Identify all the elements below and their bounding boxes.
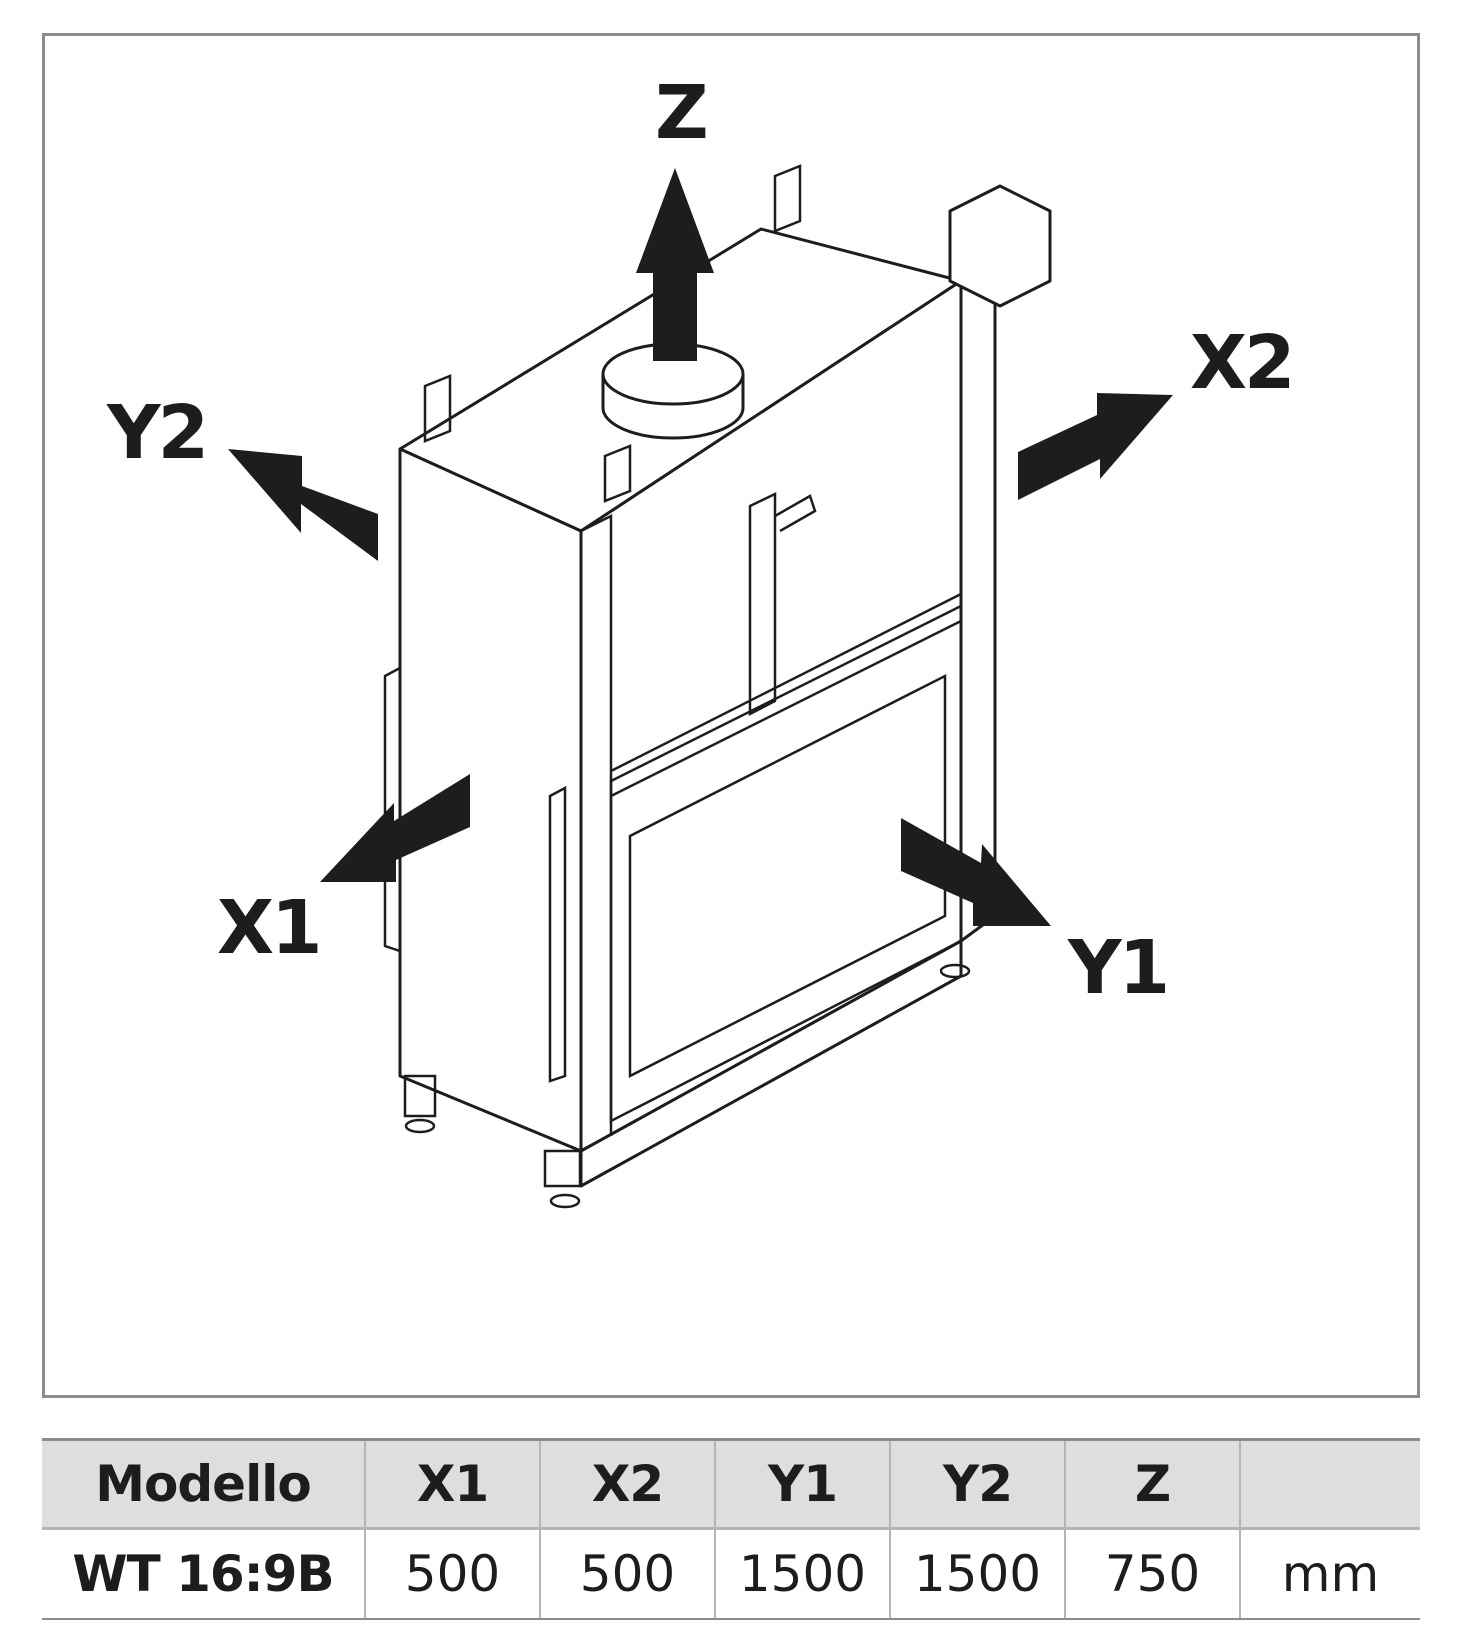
table-header-row: Modello X1 X2 Y1 Y2 Z xyxy=(42,1438,1420,1530)
y2-arrow xyxy=(228,449,378,561)
x1-arrow xyxy=(320,774,470,882)
table-row: WT 16:9B 500 500 1500 1500 750 mm xyxy=(42,1528,1420,1620)
cell-x1: 500 xyxy=(364,1528,540,1620)
cell-unit: mm xyxy=(1239,1528,1420,1620)
fireplace-side-panel xyxy=(398,447,583,1153)
x1-axis-label: X1 xyxy=(217,885,323,971)
cell-z: 750 xyxy=(1064,1528,1240,1620)
motor-housing xyxy=(948,184,1052,308)
fireplace-clearance-diagram xyxy=(228,164,1173,1209)
cell-x2: 500 xyxy=(539,1528,715,1620)
header-y2: Y2 xyxy=(889,1438,1065,1530)
y2-axis-label: Y2 xyxy=(107,390,209,476)
z-arrow xyxy=(636,168,714,361)
header-x2: X2 xyxy=(539,1438,715,1530)
y1-arrow xyxy=(901,818,1051,926)
dimensions-table: Modello X1 X2 Y1 Y2 Z WT 16:9B 500 500 1… xyxy=(42,1438,1420,1620)
glass-door xyxy=(609,603,963,1124)
x2-axis-label: X2 xyxy=(1190,320,1296,406)
header-y1: Y1 xyxy=(714,1438,890,1530)
y1-axis-label: Y1 xyxy=(1068,925,1170,1011)
z-axis-label: Z xyxy=(655,70,709,156)
glass-inner xyxy=(628,673,947,1079)
header-modello: Modello xyxy=(42,1438,365,1530)
fireplace-right-column xyxy=(959,269,997,943)
diagram-frame: Z X2 Y2 X1 Y1 xyxy=(42,33,1420,1398)
header-unit xyxy=(1239,1438,1420,1530)
cell-model: WT 16:9B xyxy=(42,1528,365,1620)
cell-y1: 1500 xyxy=(714,1528,890,1620)
header-z: Z xyxy=(1064,1438,1240,1530)
x2-arrow xyxy=(1018,393,1173,500)
cell-y2: 1500 xyxy=(889,1528,1065,1620)
header-x1: X1 xyxy=(364,1438,540,1530)
